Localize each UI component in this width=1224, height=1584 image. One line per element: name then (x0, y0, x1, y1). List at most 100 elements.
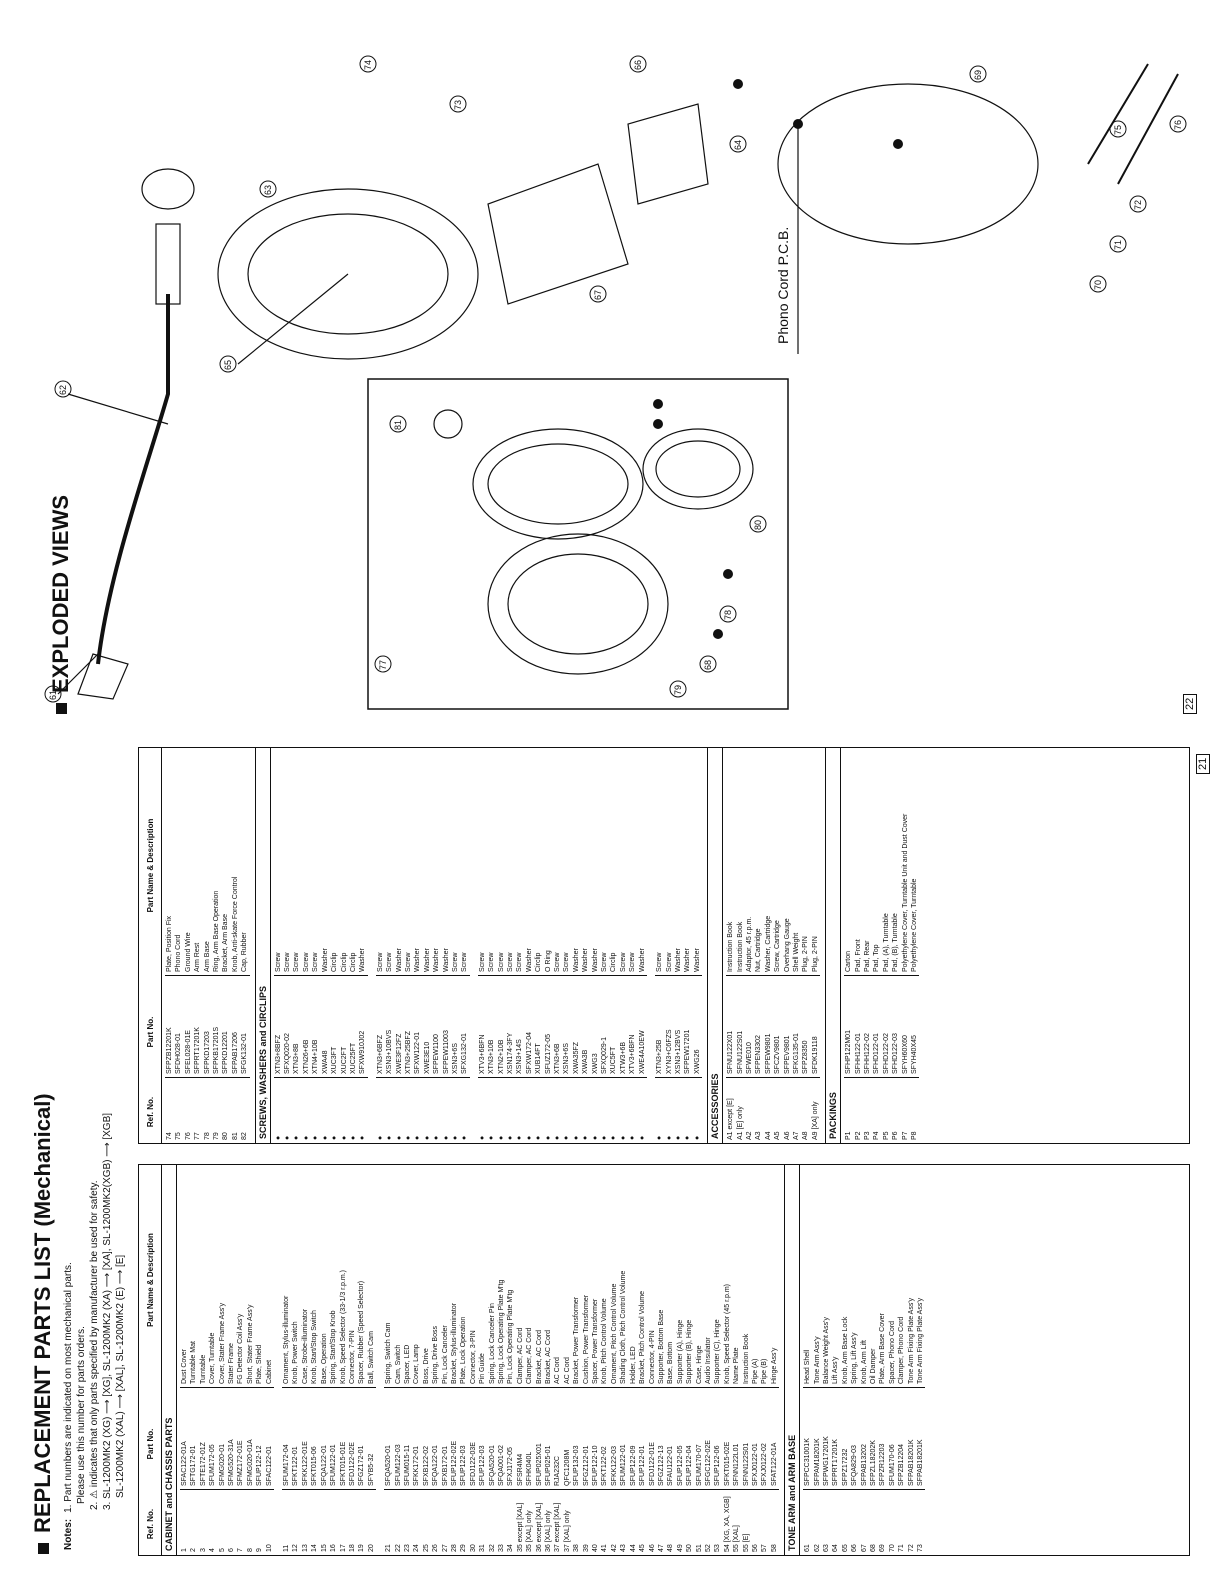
ref-cell: 52 (703, 1489, 714, 1555)
part-no-cell: SFHK040L (525, 1387, 535, 1489)
description-cell: Nut, Cartridge (755, 928, 763, 972)
arm-base-ring (217, 188, 479, 360)
description-cell: Screw (601, 952, 609, 972)
part-no-cell: SFUP025X01 (534, 1387, 545, 1489)
callout-label: 61 (48, 690, 58, 700)
description-cell: Pipe (B) (761, 1358, 769, 1384)
ref-cell: 66 (850, 1489, 860, 1555)
ref-cell: 35 except [XAL] (515, 1489, 526, 1555)
callout-label: 78 (723, 610, 733, 620)
description-cell: Instruction Book (736, 921, 744, 972)
ref-cell: 21 (384, 1489, 394, 1555)
ref-cell: 17 (338, 1489, 348, 1555)
ref-cell: ● (311, 1077, 321, 1143)
part-no-cell: XTW3+6B (618, 975, 629, 1077)
description-cell: Supporter (A), Hinge (676, 1319, 684, 1384)
ref-cell: ● (673, 1077, 684, 1143)
part-no-cell: SFHD122-02 (881, 975, 892, 1077)
ref-cell: 82 (240, 1077, 250, 1143)
description-cell: Shell Weight (792, 932, 800, 972)
screw-bullet-icon (893, 139, 903, 149)
description-cell: Lift Ass'y (832, 1356, 840, 1384)
ref-cell: 1 (180, 1489, 190, 1555)
part-no-cell: SFKT015-01E (338, 1387, 348, 1489)
part-no-cell: SFKT015-06 (310, 1387, 320, 1489)
balance-weight (141, 168, 195, 210)
ref-cell: A1 except [E] (726, 1077, 736, 1143)
ground-wire (1117, 73, 1179, 185)
description-cell: Washer (572, 948, 580, 972)
ref-cell: 78 (202, 1077, 213, 1143)
ref-cell: P3 (863, 1077, 873, 1143)
callout-80: 80 (749, 515, 767, 533)
description-cell: Pad, (B), Turntable (892, 913, 900, 972)
part-no-cell: XWG26 (692, 975, 703, 1077)
part-no-cell: SFQA520-01 (487, 1387, 497, 1489)
description-cell: Audio Insulator (704, 1337, 712, 1384)
part-no-cell: XWA3B (581, 975, 591, 1077)
description-cell: Screw (284, 952, 292, 972)
part-no-cell: XWA48 (320, 975, 331, 1077)
ref-cell: 63 (822, 1489, 832, 1555)
callout-66: 66 (629, 55, 647, 73)
part-no-cell: XSN3+6S (562, 975, 572, 1077)
ref-cell: ● (292, 1077, 302, 1143)
description-cell: Boss, Drive (422, 1348, 430, 1384)
part-no-cell: XUB14FT (534, 975, 544, 1077)
part-no-cell: SFPWG17201K (822, 1387, 832, 1489)
ref-cell: 27 (440, 1489, 450, 1555)
callout-label: 81 (393, 420, 403, 430)
ref-cell: 28 (449, 1489, 460, 1555)
callout-71: 71 (1109, 235, 1127, 253)
part-no-cell: SFKT015-02E (722, 1387, 733, 1489)
part-no-cell: XSN174-3FY (506, 975, 516, 1077)
description-cell: Pipe (A) (751, 1358, 759, 1384)
ref-cell: 76 (183, 1077, 194, 1143)
ref-cell: 42 (609, 1489, 620, 1555)
ref-cell: ● (487, 1077, 497, 1143)
description-cell: Knob, Start/Stop Switch (311, 1310, 319, 1384)
ref-cell: 40 (591, 1489, 601, 1555)
callout-75: 75 (1109, 120, 1127, 138)
part-no-cell: SFQA520-01 (384, 1387, 394, 1489)
ref-cell: 15 (319, 1489, 330, 1555)
page-number: 22 (1183, 693, 1197, 714)
part-no-cell: SFUP122-12 (255, 1387, 265, 1489)
description-cell: Screw (461, 952, 469, 972)
callout-label: 71 (1113, 240, 1123, 250)
ref-cell: 32 (487, 1489, 497, 1555)
callout-73: 73 (449, 95, 467, 113)
description-cell: Circlip (340, 952, 348, 972)
part-no-cell: SFUP122-02E (449, 1387, 460, 1489)
description-cell: Connector, 7-PIN (348, 1330, 356, 1384)
description-cell: Ball, Switch Cam (367, 1331, 375, 1384)
part-no-cell: SFUP132-03 (572, 1387, 582, 1489)
description-cell: Short, Stater Frame Ass'y (246, 1304, 254, 1384)
